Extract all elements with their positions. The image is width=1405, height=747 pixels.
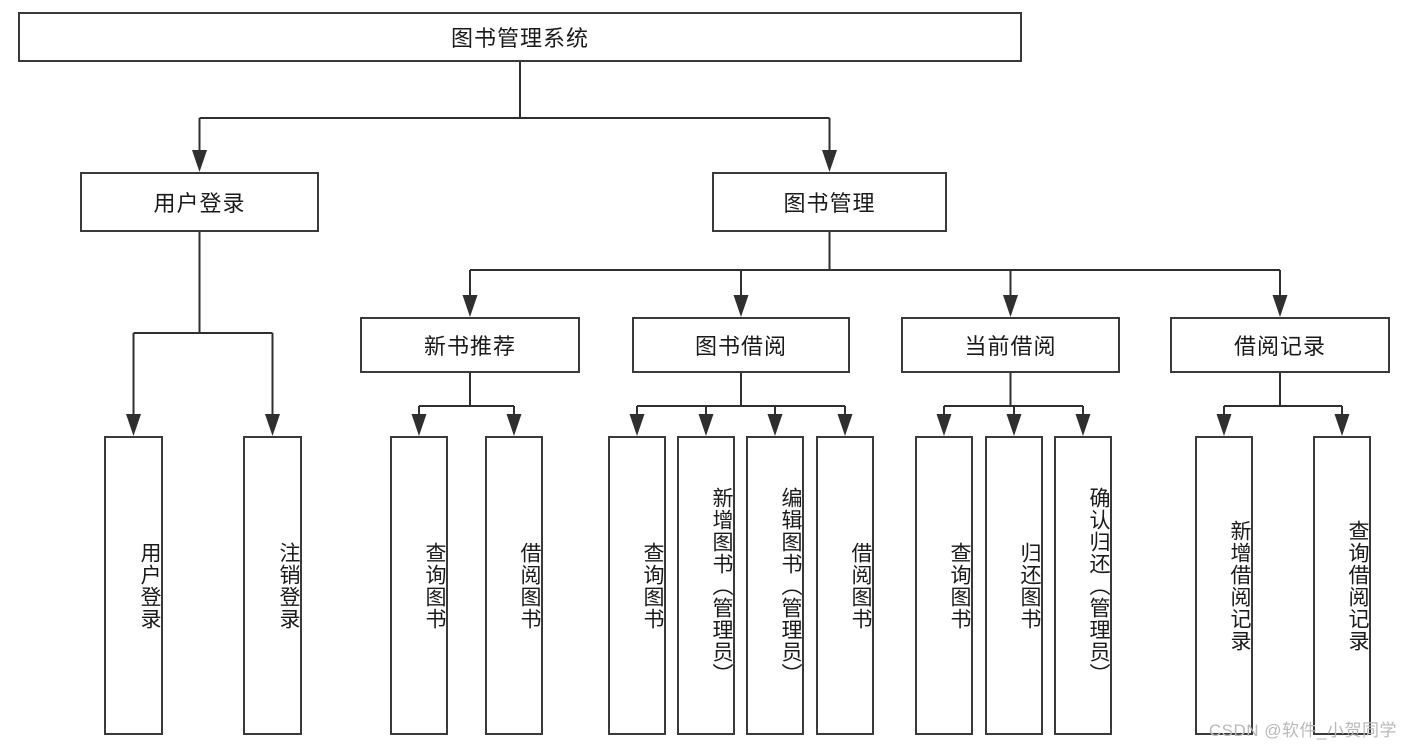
node-label: 当前借阅: [964, 334, 1057, 359]
arrowhead: [1272, 295, 1288, 317]
node-leaf-return[interactable]: 归还图书: [985, 436, 1043, 735]
node-label: 用户登录: [138, 541, 161, 630]
arrowhead: [1006, 414, 1022, 436]
node-label: 新书推荐: [423, 334, 516, 359]
node-label: 借阅图书: [849, 541, 872, 630]
arrowhead: [1003, 295, 1018, 317]
node-label: 编辑图书（管理员）: [779, 486, 802, 685]
node-label: 查询图书: [423, 541, 446, 630]
node-book-manage[interactable]: 图书管理: [712, 172, 947, 232]
arrowhead: [192, 150, 207, 172]
node-root[interactable]: 图书管理系统: [18, 12, 1022, 62]
node-label: 借阅图书: [518, 541, 541, 630]
node-leaf-borrow-1[interactable]: 借阅图书: [485, 436, 543, 735]
arrowhead: [733, 295, 749, 317]
node-leaf-edit-book[interactable]: 编辑图书（管理员）: [746, 436, 804, 735]
node-leaf-add-rec[interactable]: 新增借阅记录: [1195, 436, 1253, 735]
node-leaf-query-2[interactable]: 查询图书: [608, 436, 666, 735]
node-label: 图书借阅: [694, 334, 787, 359]
arrowhead: [629, 414, 645, 436]
node-new-book-rec[interactable]: 新书推荐: [360, 317, 580, 373]
arrowhead: [265, 414, 280, 436]
node-label: 借阅记录: [1233, 334, 1326, 359]
node-label: 图书管理: [783, 191, 876, 216]
node-label: 用户登录: [153, 191, 246, 216]
node-label: 归还图书: [1018, 541, 1041, 630]
arrowhead: [698, 414, 714, 436]
node-leaf-confirm[interactable]: 确认归还（管理员）: [1054, 436, 1112, 735]
node-label: 注销登录: [277, 541, 300, 630]
arrowhead: [462, 295, 478, 317]
node-label: 图书管理系统: [450, 26, 589, 51]
node-label: 新增借阅记录: [1228, 519, 1251, 652]
node-leaf-query-rec[interactable]: 查询借阅记录: [1313, 436, 1371, 735]
node-book-borrow[interactable]: 图书借阅: [632, 317, 850, 373]
node-leaf-logout[interactable]: 注销登录: [243, 436, 302, 735]
arrowhead: [767, 414, 783, 436]
arrowhead: [822, 150, 837, 172]
node-borrow-record[interactable]: 借阅记录: [1170, 317, 1390, 373]
arrowhead: [936, 414, 952, 436]
node-leaf-query-1[interactable]: 查询图书: [390, 436, 448, 735]
node-label: 查询图书: [641, 541, 664, 630]
node-leaf-borrow-2[interactable]: 借阅图书: [816, 436, 874, 735]
node-label: 新增图书（管理员）: [710, 486, 733, 685]
arrowhead: [1216, 414, 1232, 436]
node-current-borrow[interactable]: 当前借阅: [901, 317, 1120, 373]
arrowhead: [837, 414, 853, 436]
arrowhead: [506, 414, 522, 436]
node-user-login[interactable]: 用户登录: [80, 172, 319, 232]
node-label: 查询借阅记录: [1346, 519, 1369, 652]
watermark: CSDN @软件_小贺同学: [1208, 721, 1397, 740]
arrowhead: [126, 414, 141, 436]
arrowhead: [1075, 414, 1091, 436]
node-leaf-user-login[interactable]: 用户登录: [104, 436, 163, 735]
node-leaf-add-book[interactable]: 新增图书（管理员）: [677, 436, 735, 735]
node-label: 查询图书: [948, 541, 971, 630]
arrowhead: [411, 414, 427, 436]
arrowhead: [1334, 414, 1350, 436]
node-leaf-query-3[interactable]: 查询图书: [915, 436, 973, 735]
node-label: 确认归还（管理员）: [1087, 486, 1110, 685]
